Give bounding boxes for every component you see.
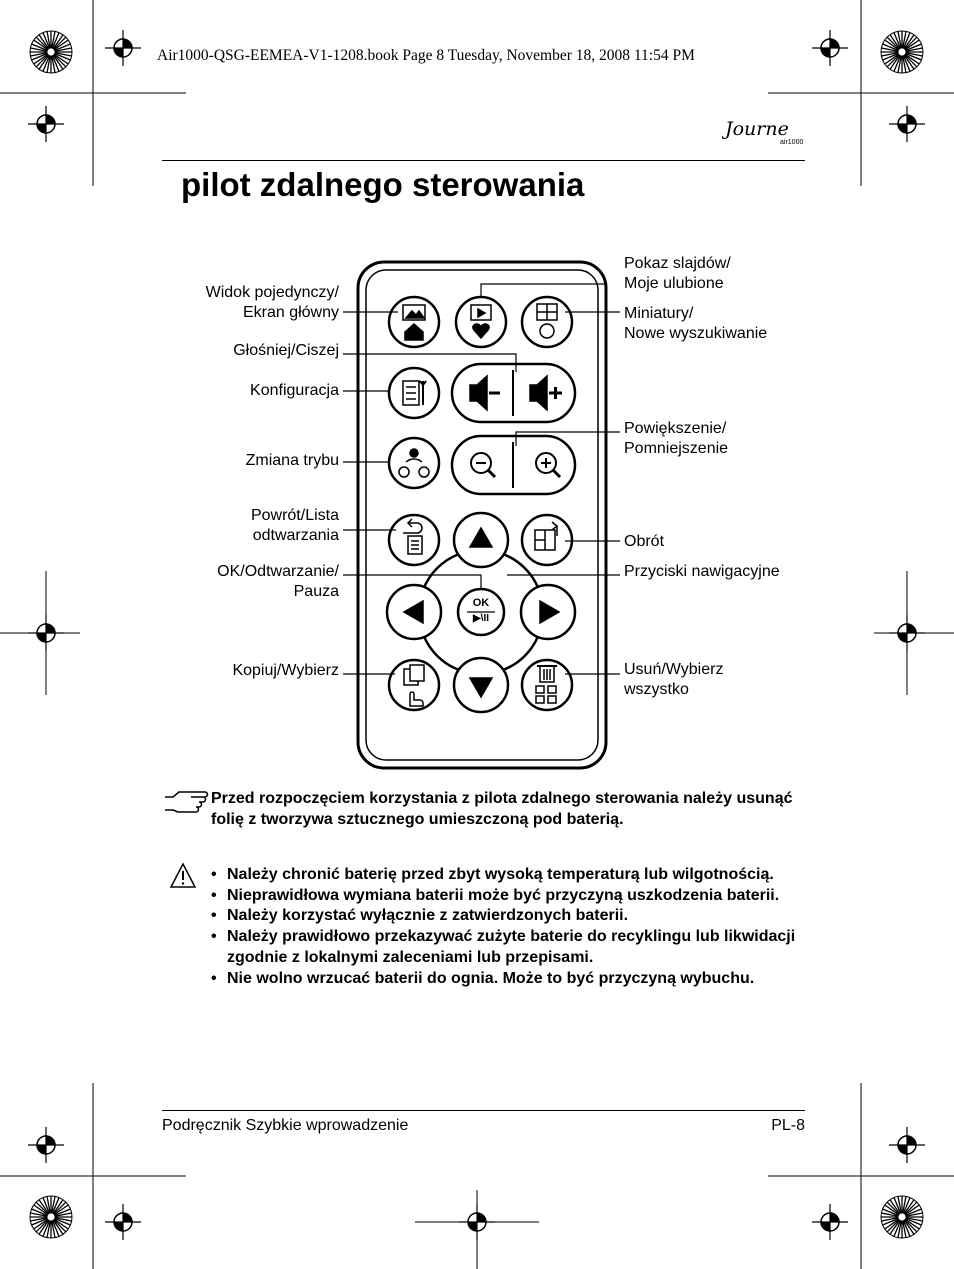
journe-logo: Journe (725, 118, 789, 140)
label-ok: OK/Odtwarzanie/ Pauza (217, 563, 339, 600)
button-icons (398, 303, 562, 707)
callout-lines (343, 283, 620, 675)
logo-sub: air1000 (780, 139, 804, 146)
label-rotate: Obrót (624, 533, 665, 550)
label-config: Konfiguracja (250, 382, 339, 399)
down-arrow-icon (468, 677, 494, 699)
hand-icon (409, 691, 424, 707)
thumbnail-button (520, 295, 574, 349)
label-zoom: Powiększenie/ Pomniejszenie (624, 420, 729, 457)
list-icon (402, 380, 420, 406)
heart-icon (472, 323, 490, 340)
speaker-minus-icon (469, 374, 488, 412)
label-delete: Usuń/Wybierz wszystko (624, 661, 724, 698)
mode-icon (409, 448, 419, 458)
wrench-icon (419, 380, 427, 405)
label-back: Powrót/Lista odtwarzania (250, 507, 339, 544)
speaker-plus-icon (529, 374, 548, 412)
left-arrow-icon (402, 599, 424, 625)
page-title: pilot zdalnego sterowania (181, 166, 585, 203)
playlist-icon (407, 535, 423, 555)
footer-rule (162, 1110, 805, 1111)
label-copy: Kopiuj/Wybierz (232, 662, 339, 679)
play-pause-label: ▶\II (472, 613, 490, 624)
mode-button (387, 436, 441, 490)
label-thumbnails: Miniatury/ Nowe wyszukiwanie (624, 305, 768, 342)
note-hand-icon (165, 791, 209, 813)
warning-list: Należy chronić baterię przed zbyt wysoką… (211, 865, 811, 989)
page-number: PL-8 (771, 1117, 805, 1134)
search-icon (539, 323, 555, 339)
back-icon (403, 518, 423, 534)
label-slideshow: Pokaz slajdów/ Moje ulubione (624, 255, 731, 292)
single-view-button (387, 295, 441, 349)
label-volume: Głośniej/Ciszej (233, 342, 339, 359)
zoom-in-icon (535, 452, 557, 474)
warning-item: Należy prawidłowo przekazywać zużyte bat… (211, 927, 811, 968)
print-header: Air1000-QSG-EEMEA-V1-1208.book Page 8 Tu… (157, 47, 695, 64)
warning-item: Należy chronić baterię przed zbyt wysoką… (211, 865, 811, 886)
footer-title: Podręcznik Szybkie wprowadzenie (162, 1117, 409, 1134)
top-rule (162, 160, 805, 161)
checkbox-icon (535, 685, 545, 694)
back-button (387, 513, 441, 567)
ok-label: OK (472, 597, 490, 609)
label-mode: Zmiana trybu (245, 452, 339, 469)
note-text: Przed rozpoczęciem korzystania z pilota … (211, 790, 793, 828)
label-nav: Przyciski nawigacyjne (624, 563, 780, 580)
picture-icon (402, 304, 426, 321)
warning-icon (169, 862, 197, 888)
right-arrow-icon (539, 599, 561, 625)
zoom-out-icon (470, 452, 492, 474)
warning-item: Nie wolno wrzucać baterii do ognia. Może… (211, 969, 811, 990)
label-single-view: Widok pojedynczy/ Ekran główny (205, 284, 339, 321)
warning-item: Należy korzystać wyłącznie z zatwierdzon… (211, 906, 811, 927)
home-icon (404, 322, 424, 341)
delete-button (520, 658, 574, 712)
slideshow-icon (470, 304, 492, 321)
rotate-button (520, 513, 574, 567)
warning-item: Nieprawidłowa wymiana baterii może być p… (211, 886, 811, 907)
up-arrow-icon (468, 526, 494, 548)
